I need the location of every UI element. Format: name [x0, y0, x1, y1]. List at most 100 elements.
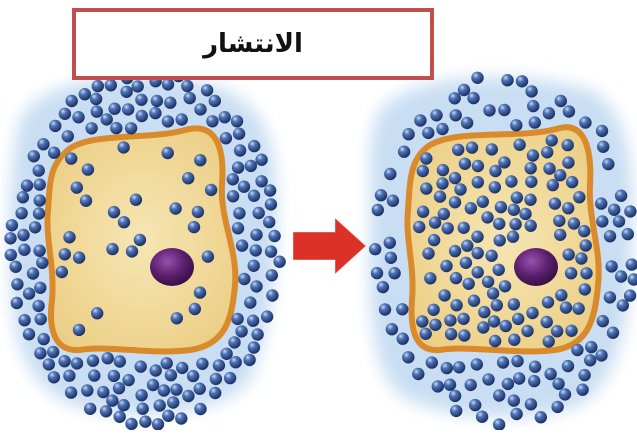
left-outside-particle: [232, 161, 244, 173]
right-outside-particle: [432, 380, 444, 392]
left-outside-particle: [79, 88, 91, 100]
left-outside-particle: [23, 287, 35, 299]
left-outside-particle: [6, 219, 18, 231]
left-outside-particle: [58, 355, 70, 367]
right-outside-particle: [469, 399, 481, 411]
left-outside-particle: [32, 300, 44, 312]
right-inside-particle: [466, 141, 478, 153]
right-inside-particle: [566, 176, 578, 188]
right-outside-particle: [426, 356, 438, 368]
right-inside-particle: [468, 295, 480, 307]
right-outside-particle: [412, 368, 424, 380]
right-outside-particle: [430, 109, 442, 121]
left-outside-particle: [11, 297, 23, 309]
left-outside-particle: [243, 354, 255, 366]
left-outside-particle: [232, 222, 244, 234]
title-box: الانتشار: [72, 8, 434, 80]
right-inside-particle: [454, 183, 466, 195]
right-outside-particle: [444, 379, 456, 391]
right-outside-particle: [501, 74, 513, 86]
right-outside-particle: [461, 117, 473, 129]
right-outside-particle: [555, 95, 567, 107]
left-inside-particle: [63, 231, 75, 243]
left-outside-particle: [87, 355, 99, 367]
left-outside-particle: [66, 95, 78, 107]
left-outside-particle: [62, 130, 74, 142]
left-outside-particle: [48, 147, 60, 159]
right-inside-particle: [422, 247, 434, 259]
right-inside-particle: [416, 315, 428, 327]
right-inside-particle: [458, 329, 470, 341]
left-outside-particle: [250, 280, 262, 292]
right-outside-particle: [576, 384, 588, 396]
left-inside-particle: [171, 312, 183, 324]
right-inside-particle: [562, 156, 574, 168]
right-inside-particle: [449, 196, 461, 208]
left-outside-particle: [37, 138, 49, 150]
left-outside-particle: [209, 95, 221, 107]
right-outside-particle: [396, 303, 408, 315]
left-outside-particle: [187, 370, 199, 382]
left-outside-particle: [154, 399, 166, 411]
left-outside-particle: [233, 207, 245, 219]
right-inside-particle: [555, 289, 567, 301]
right-outside-particle: [371, 267, 383, 279]
right-outside-particle: [441, 362, 453, 374]
left-inside-particle: [73, 324, 85, 336]
right-outside-particle: [398, 146, 410, 158]
right-inside-particle: [542, 296, 554, 308]
right-inside-particle: [491, 299, 503, 311]
right-outside-particle: [388, 267, 400, 279]
right-inside-particle: [495, 201, 507, 213]
right-inside-particle: [420, 152, 432, 164]
left-outside-particle: [106, 394, 118, 406]
left-outside-particle: [181, 80, 193, 92]
left-outside-particle: [182, 390, 194, 402]
right-outside-particle: [372, 204, 384, 216]
left-outside-particle: [34, 282, 46, 294]
right-arrow-icon: [293, 218, 366, 274]
right-outside-particle: [622, 228, 634, 240]
right-outside-particle: [502, 378, 514, 390]
right-outside-particle: [449, 390, 461, 402]
left-inside-particle: [188, 221, 200, 233]
left-inside-particle: [169, 202, 181, 214]
right-inside-particle: [493, 218, 505, 230]
left-outside-particle: [122, 374, 134, 386]
left-outside-particle: [210, 373, 222, 385]
right-inside-particle: [580, 239, 592, 251]
right-inside-particle: [521, 325, 533, 337]
left-outside-particle: [165, 369, 177, 381]
right-outside-particle: [604, 230, 616, 242]
left-inside-particle: [108, 206, 120, 218]
right-outside-particle: [608, 204, 620, 216]
left-outside-particle: [264, 184, 276, 196]
right-outside-particle: [379, 303, 391, 315]
left-outside-particle: [244, 296, 256, 308]
right-outside-particle: [602, 158, 614, 170]
right-outside-particle: [402, 128, 414, 140]
left-outside-particle: [196, 358, 208, 370]
right-outside-particle: [584, 354, 596, 366]
right-outside-particle: [596, 125, 608, 137]
right-outside-particle: [595, 349, 607, 361]
right-outside-particle: [624, 289, 636, 301]
right-inside-particle: [546, 134, 558, 146]
left-outside-particle: [4, 232, 16, 244]
right-inside-particle: [579, 283, 591, 295]
right-inside-particle: [449, 172, 461, 184]
left-nucleus: [150, 248, 194, 286]
right-inside-particle: [482, 276, 494, 288]
left-outside-particle: [152, 418, 164, 430]
left-outside-particle: [72, 111, 84, 123]
right-inside-particle: [565, 325, 577, 337]
left-inside-particle: [182, 172, 194, 184]
right-inside-particle: [505, 175, 517, 187]
right-inside-particle: [563, 248, 575, 260]
right-inside-particle: [485, 250, 497, 262]
right-inside-particle: [562, 139, 574, 151]
left-outside-particle: [48, 371, 60, 383]
right-inside-particle: [578, 225, 590, 237]
left-outside-particle: [220, 132, 232, 144]
left-outside-particle: [213, 359, 225, 371]
